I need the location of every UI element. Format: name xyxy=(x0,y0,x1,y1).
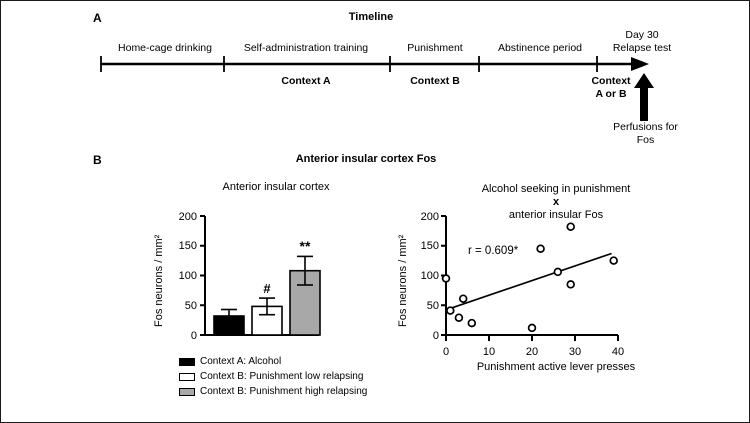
legend-swatch-gray xyxy=(179,388,195,396)
bar-ytick-150: 150 xyxy=(179,240,197,252)
timeline-segment-4-label: Relapse test xyxy=(612,42,672,54)
scatter-point xyxy=(458,294,468,303)
scatter-plot: 200 150 100 50 0 0 10 20 30 40 xyxy=(421,211,624,358)
legend-item-2: Context B: Punishment high relapsing xyxy=(179,386,367,398)
scatter-title-line2: x xyxy=(552,196,560,208)
legend-item-0: Context A: Alcohol xyxy=(179,356,367,368)
perfusion-annotation-line1: Perfusions for xyxy=(613,121,678,133)
scatter-title-line3: anterior insular Fos xyxy=(508,209,604,221)
scatter-xlabel: Punishment active lever presses xyxy=(476,361,636,373)
scatter-point xyxy=(566,280,575,289)
scatter-point xyxy=(553,267,563,277)
legend-item-1: Context B: Punishment low relapsing xyxy=(179,371,367,383)
legend-swatch-white xyxy=(179,373,195,381)
scatter-r-annotation: r = 0.609* xyxy=(468,245,519,257)
scatter-ytick-0: 0 xyxy=(433,330,439,342)
timeline-segment-0-label: Home-cage drinking xyxy=(118,42,212,54)
scatter-ytick-150: 150 xyxy=(421,240,439,252)
panel-a-letter: A xyxy=(93,11,102,25)
legend-swatch-black xyxy=(179,358,195,366)
timeline-segment-4-day: Day 30 xyxy=(625,29,659,41)
timeline-title: Timeline xyxy=(348,11,394,23)
timeline-segment-2-label: Punishment xyxy=(407,42,463,54)
scatter-title-line1: Alcohol seeking in punishment xyxy=(481,183,631,195)
panel-b-letter: B xyxy=(93,153,102,167)
perfusion-arrow-icon xyxy=(634,73,654,121)
bar-ytick-200: 200 xyxy=(179,211,197,223)
timeline-axis xyxy=(100,56,649,72)
legend-label-1: Context B: Punishment low relapsing xyxy=(200,371,364,382)
scatter-xtick-20: 20 xyxy=(526,346,538,358)
timeline-segment-1-label: Self-administration training xyxy=(243,42,369,54)
scatter-ytick-100: 100 xyxy=(421,270,439,282)
legend-label-2: Context B: Punishment high relapsing xyxy=(200,386,368,397)
panel-b-title: Anterior insular cortex Fos xyxy=(295,153,437,165)
timeline-segment-4-context-line2: A or B xyxy=(595,88,627,100)
scatter-point xyxy=(536,244,545,253)
scatter-point xyxy=(467,318,477,328)
timeline-segment-2-context: Context B xyxy=(410,75,460,87)
scatter-xtick-10: 10 xyxy=(483,346,495,358)
bar-2-annotation: ** xyxy=(300,238,311,254)
timeline-segment-3-label: Abstinence period xyxy=(497,42,583,54)
bar-chart-title: Anterior insular cortex xyxy=(222,181,330,193)
perfusion-annotation-line2: Fos xyxy=(636,134,655,146)
scatter-ytick-200: 200 xyxy=(421,211,439,223)
bar-chart-ylabel: Fos neurons / mm² xyxy=(153,234,165,327)
bar-1-annotation: # xyxy=(263,281,271,296)
scatter-xtick-40: 40 xyxy=(612,346,624,358)
bar-ytick-0: 0 xyxy=(191,330,197,342)
scatter-xtick-30: 30 xyxy=(569,346,581,358)
bar-0 xyxy=(213,315,245,336)
timeline-segment-4-context-line1: Context xyxy=(591,75,631,87)
timeline-segment-1-context: Context A xyxy=(281,75,331,87)
scatter-xtick-0: 0 xyxy=(443,346,449,358)
scatter-point xyxy=(566,222,575,231)
scatter-point xyxy=(609,256,618,265)
scatter-point xyxy=(446,306,455,315)
scatter-point xyxy=(454,313,464,322)
bar-ytick-50: 50 xyxy=(185,300,197,312)
scatter-point xyxy=(527,323,537,333)
legend-label-0: Context A: Alcohol xyxy=(200,356,282,367)
bar-ytick-100: 100 xyxy=(179,270,197,282)
scatter-point xyxy=(441,274,451,283)
scatter-ytick-50: 50 xyxy=(427,300,439,312)
bar-chart-plot: 200 150 100 50 0 # ** xyxy=(179,211,321,342)
